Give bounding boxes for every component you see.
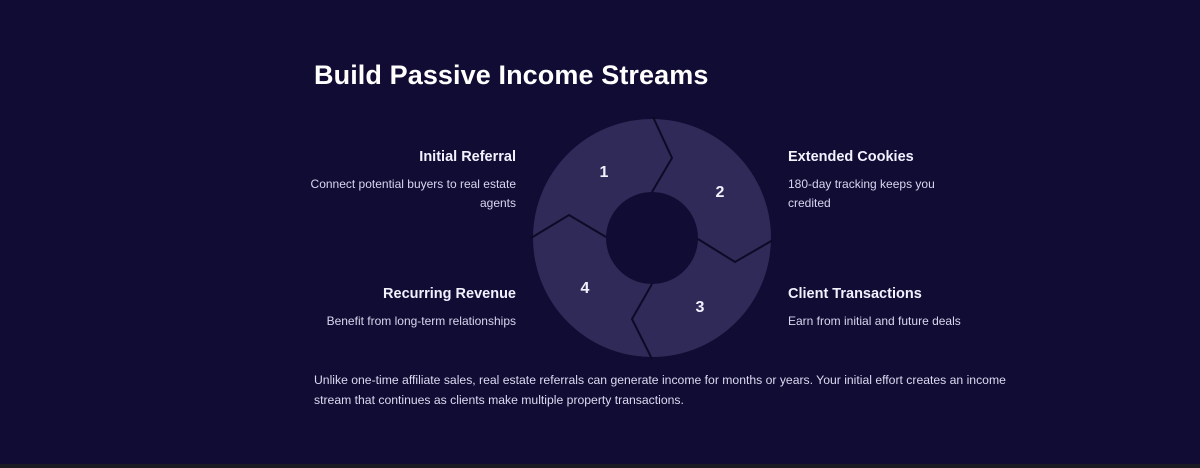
bottom-strip [0, 464, 1200, 468]
cycle-ring-svg: 1 2 3 4 [530, 116, 774, 360]
step-recurring-revenue: Recurring Revenue Benefit from long-term… [306, 285, 516, 331]
divider-bottom [630, 283, 653, 360]
step-description: Connect potential buyers to real estate … [310, 177, 516, 210]
summary-paragraph: Unlike one-time affiliate sales, real es… [314, 373, 1006, 407]
step-description: 180-day tracking keeps you credited [788, 177, 935, 210]
step-client-transactions: Client Transactions Earn from initial an… [788, 285, 998, 331]
step-number-3: 3 [696, 299, 705, 316]
step-extended-cookies: Extended Cookies 180-day tracking keeps … [788, 148, 998, 213]
divider-right [697, 238, 774, 264]
step-heading: Initial Referral [419, 149, 516, 165]
step-heading: Extended Cookies [788, 149, 914, 165]
cycle-diagram: 1 2 3 4 [530, 116, 775, 361]
step-initial-referral: Initial Referral Connect potential buyer… [306, 148, 516, 213]
step-number-2: 2 [716, 184, 725, 201]
step-description: Benefit from long-term relationships [326, 314, 516, 328]
step-description: Earn from initial and future deals [788, 314, 961, 328]
ring-fill [533, 119, 771, 357]
step-number-4: 4 [581, 280, 590, 297]
divider-top [651, 116, 674, 193]
step-number-1: 1 [600, 164, 609, 181]
page-title: Build Passive Income Streams [314, 60, 709, 90]
step-heading: Client Transactions [788, 286, 922, 302]
divider-left [530, 213, 607, 239]
step-heading: Recurring Revenue [383, 286, 516, 302]
